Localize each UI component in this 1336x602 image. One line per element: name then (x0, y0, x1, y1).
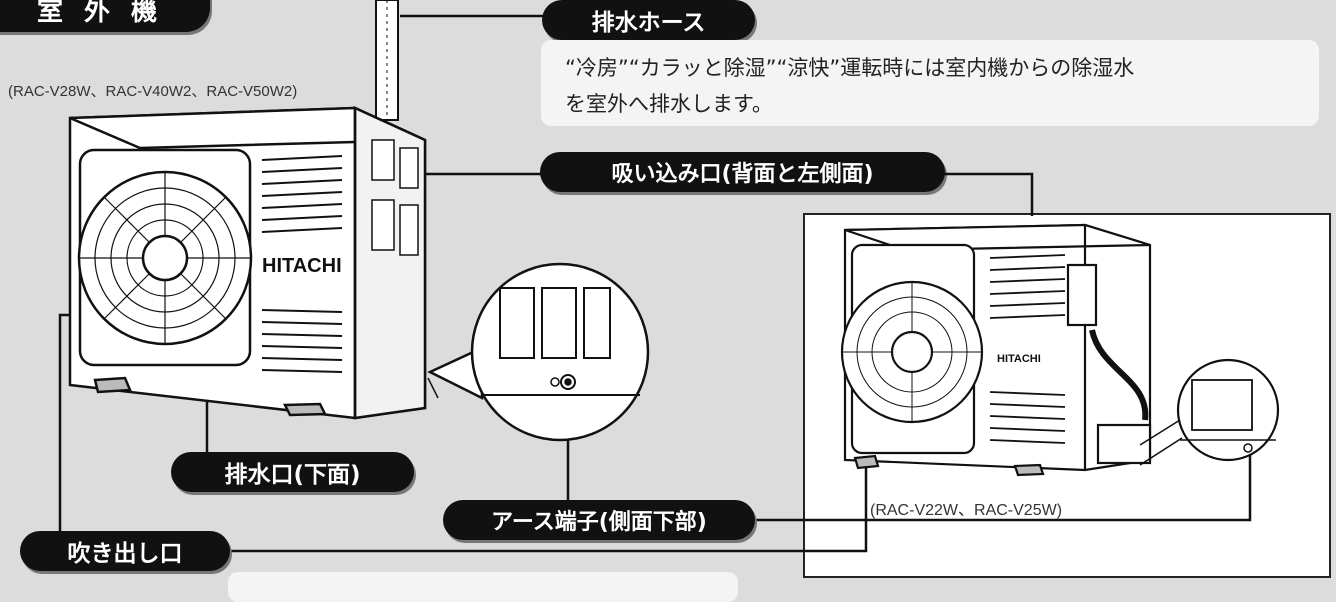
outlet-description-box (228, 572, 738, 602)
intake-label: 吸い込み口(背面と左側面) (540, 152, 945, 192)
main-outdoor-unit (68, 106, 427, 420)
inset-unit-brand: HITACHI (997, 353, 1041, 365)
main-model-caption: (RAC-V28W、RAC-V40W2、RAC-V50W2) (8, 83, 298, 100)
inset-outdoor-unit (840, 223, 1280, 477)
earth-inset-leader (756, 450, 1252, 522)
drain-hose-pipe (375, 0, 399, 121)
inset-model-caption: (RAC-V22W、RAC-V25W) (870, 502, 1063, 519)
section-title-text: 室 外 機 (36, 0, 164, 27)
description-line-2: を室外へ排水します。 (565, 92, 773, 116)
illustration: HITACHI (58, 0, 1280, 553)
section-title: 室 外 機 (0, 0, 210, 32)
outlet-label: 吹き出し口 (20, 531, 230, 571)
terminal-magnifier (427, 262, 650, 442)
description-line-1: “冷房”“カラッと除湿”“涼快”運転時には室内機からの除湿水 (565, 56, 1135, 80)
earth-terminal-label: アース端子(側面下部) (443, 500, 755, 540)
intake-inset-leader (940, 172, 1034, 216)
drain-hose-description: “冷房”“カラッと除湿”“涼快”運転時には室内機からの除湿水 を室外へ排水します… (541, 40, 1319, 126)
drain-outlet-label: 排水口(下面) (171, 452, 414, 492)
drain-hose-label: 排水ホース (542, 0, 755, 40)
main-unit-brand: HITACHI (262, 255, 342, 277)
